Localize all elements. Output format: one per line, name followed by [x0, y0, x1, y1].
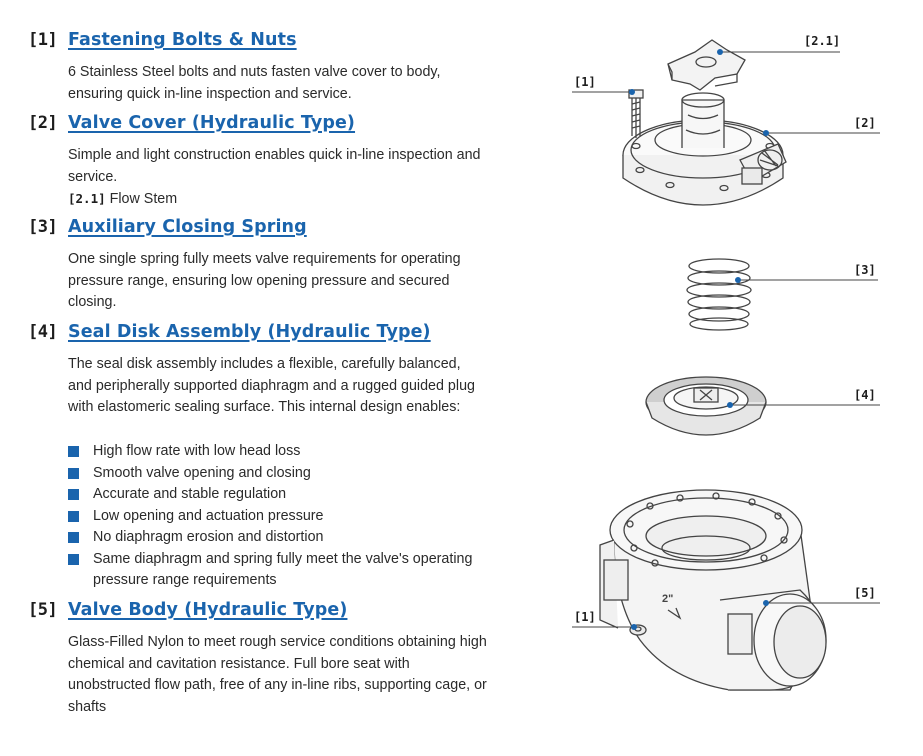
- bullet-square-icon: [68, 510, 79, 522]
- section-2-text: Simple and light construction enables qu…: [68, 147, 481, 185]
- valve-body-illustration: [599, 489, 827, 691]
- list-item: Low opening and actuation pressure: [68, 506, 488, 528]
- bullet-square-icon: [68, 467, 79, 479]
- bullet-square-icon: [68, 532, 79, 543]
- list-item: No diaphragm erosion and distortion: [68, 527, 488, 549]
- sub-item-label: Flow Stem: [109, 191, 178, 208]
- callout-5: [5]: [854, 586, 876, 600]
- bullet-square-icon: [68, 553, 79, 565]
- body-size-marking: 2": [662, 593, 673, 605]
- callout-1-top: [1]: [574, 75, 596, 89]
- section-2-body: Simple and light construction enables qu…: [68, 145, 488, 211]
- section-3-heading: [3] Auxiliary Closing Spring: [28, 217, 307, 237]
- list-item: High flow rate with low head loss: [68, 441, 488, 463]
- section-number: [4]: [28, 322, 58, 342]
- callout-2-1: [2.1]: [804, 34, 840, 48]
- callout-4: [4]: [854, 388, 876, 402]
- section-1-heading: [1] Fastening Bolts & Nuts: [28, 30, 297, 50]
- section-5-heading: [5] Valve Body (Hydraulic Type): [28, 600, 347, 620]
- callout-2: [2]: [854, 116, 876, 130]
- section-2-heading: [2] Valve Cover (Hydraulic Type): [28, 113, 355, 133]
- list-item: Same diaphragm and spring fully meet the…: [68, 549, 488, 592]
- section-4-body: The seal disk assembly includes a flexib…: [68, 356, 475, 416]
- section-5-body: Glass-Filled Nylon to meet rough service…: [68, 634, 487, 715]
- callout-1-bottom: [1]: [574, 610, 596, 624]
- bolt-illustration: [628, 89, 644, 138]
- bullet-square-icon: [68, 446, 79, 457]
- spring-illustration: [686, 258, 752, 331]
- sub-item-number: [2.1]: [68, 191, 106, 207]
- section-number: [1]: [28, 30, 58, 50]
- feature-list: High flow rate with low head loss Smooth…: [68, 441, 488, 592]
- section-1-body: 6 Stainless Steel bolts and nuts fasten …: [68, 64, 441, 102]
- section-4-heading: [4] Seal Disk Assembly (Hydraulic Type): [28, 322, 431, 342]
- section-number: [3]: [28, 217, 58, 237]
- section-number: [5]: [28, 600, 58, 620]
- seal-disk-illustration: [645, 376, 767, 436]
- section-title-link[interactable]: Seal Disk Assembly (Hydraulic Type): [68, 322, 431, 342]
- bullet-square-icon: [68, 489, 79, 500]
- section-title-link[interactable]: Valve Body (Hydraulic Type): [68, 600, 348, 620]
- section-3-body: One single spring fully meets valve requ…: [68, 251, 461, 311]
- valve-cover-illustration: [622, 39, 787, 206]
- section-title-link[interactable]: Auxiliary Closing Spring: [68, 217, 307, 237]
- section-2-sub-item: [2.1] Flow Stem: [68, 188, 488, 211]
- list-item: Smooth valve opening and closing: [68, 463, 488, 485]
- section-number: [2]: [28, 113, 58, 133]
- list-item: Accurate and stable regulation: [68, 484, 488, 506]
- callout-3: [3]: [854, 263, 876, 277]
- section-title-link[interactable]: Valve Cover (Hydraulic Type): [68, 113, 356, 133]
- section-title-link[interactable]: Fastening Bolts & Nuts: [68, 30, 297, 50]
